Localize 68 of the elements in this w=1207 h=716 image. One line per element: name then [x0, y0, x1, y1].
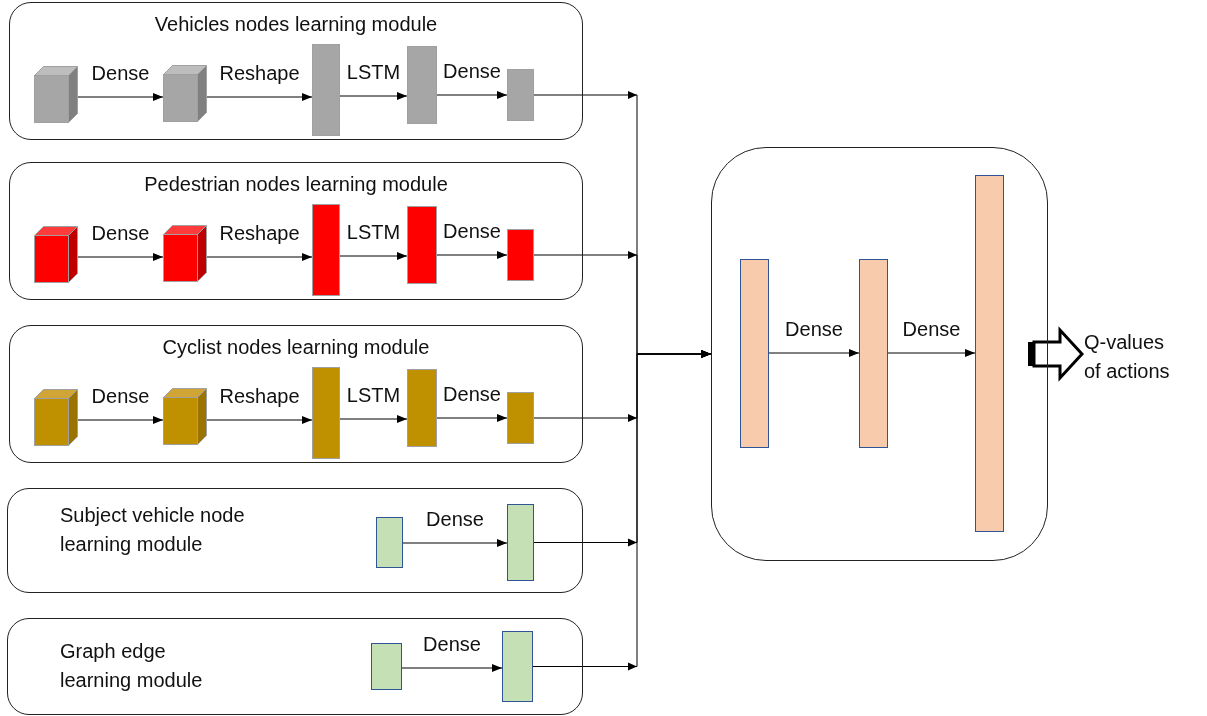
edge-label: LSTM	[346, 384, 401, 406]
arrow	[206, 416, 313, 424]
arrow	[436, 91, 508, 99]
layer-bar	[506, 68, 534, 121]
edge-label: LSTM	[346, 61, 401, 83]
module-title: Cyclist nodes learning module	[161, 335, 431, 360]
cube-block	[162, 224, 207, 282]
edge-label: LSTM	[346, 221, 401, 243]
arrow	[77, 93, 164, 101]
module-title: Vehicles nodes learning module	[153, 12, 439, 37]
layer-bar	[506, 391, 534, 444]
arrow	[532, 350, 712, 667]
arrow	[206, 253, 313, 261]
edge-label: Dense	[443, 383, 501, 405]
edge-label: Dense	[91, 222, 150, 244]
arrow	[436, 251, 508, 259]
arrow	[339, 92, 408, 100]
cube-block	[33, 65, 78, 123]
module-box	[7, 618, 583, 715]
block-arrow	[1032, 326, 1085, 382]
module-box	[9, 2, 583, 140]
layer-bar	[739, 258, 769, 448]
arrow	[401, 664, 503, 672]
module-title: Pedestrian nodes learning module	[143, 172, 449, 197]
layer-bar	[311, 203, 340, 296]
layer-bar	[311, 43, 340, 136]
edge-label: Dense	[785, 318, 843, 340]
edge-label: Reshape	[219, 385, 300, 407]
cube-block	[33, 225, 78, 283]
module-box	[9, 325, 583, 463]
edge-label: Dense	[91, 62, 150, 84]
arrow	[339, 415, 408, 423]
layer-bar	[406, 45, 437, 124]
layer-bar	[406, 368, 437, 447]
module-box	[9, 162, 583, 300]
arrow	[339, 252, 408, 260]
arrow	[206, 93, 313, 101]
layer-bar	[370, 642, 402, 690]
layer-bar	[375, 516, 403, 568]
arrow	[77, 253, 164, 261]
module-title: Graph edge learning module	[60, 639, 204, 693]
arrow	[768, 349, 860, 357]
layer-bar	[858, 258, 888, 448]
arrow	[887, 349, 976, 357]
cube-block	[162, 64, 207, 122]
edge-label: Dense	[91, 385, 150, 407]
edge-label: Dense	[902, 318, 961, 340]
layer-bar	[501, 630, 533, 702]
edge-label: Dense	[443, 220, 501, 242]
arrow	[402, 539, 508, 547]
arrow	[77, 416, 164, 424]
output-network-box	[711, 147, 1048, 561]
edge-label: Dense	[443, 60, 501, 82]
layer-bar	[506, 503, 534, 581]
module-box	[7, 488, 583, 593]
edge-label: Dense	[426, 508, 484, 530]
module-title: Subject vehicle node learning module	[60, 503, 246, 557]
layer-bar	[974, 174, 1004, 532]
output-label: Q-values of actions	[1082, 328, 1186, 388]
layer-bar	[506, 228, 534, 281]
edge-label: Reshape	[219, 62, 300, 84]
cube-block	[162, 387, 207, 445]
edge-label: Dense	[423, 633, 481, 655]
layer-bar	[406, 205, 437, 284]
edge-label: Reshape	[219, 222, 300, 244]
arrow	[436, 414, 508, 422]
layer-bar	[311, 366, 340, 459]
cube-block	[33, 388, 78, 446]
